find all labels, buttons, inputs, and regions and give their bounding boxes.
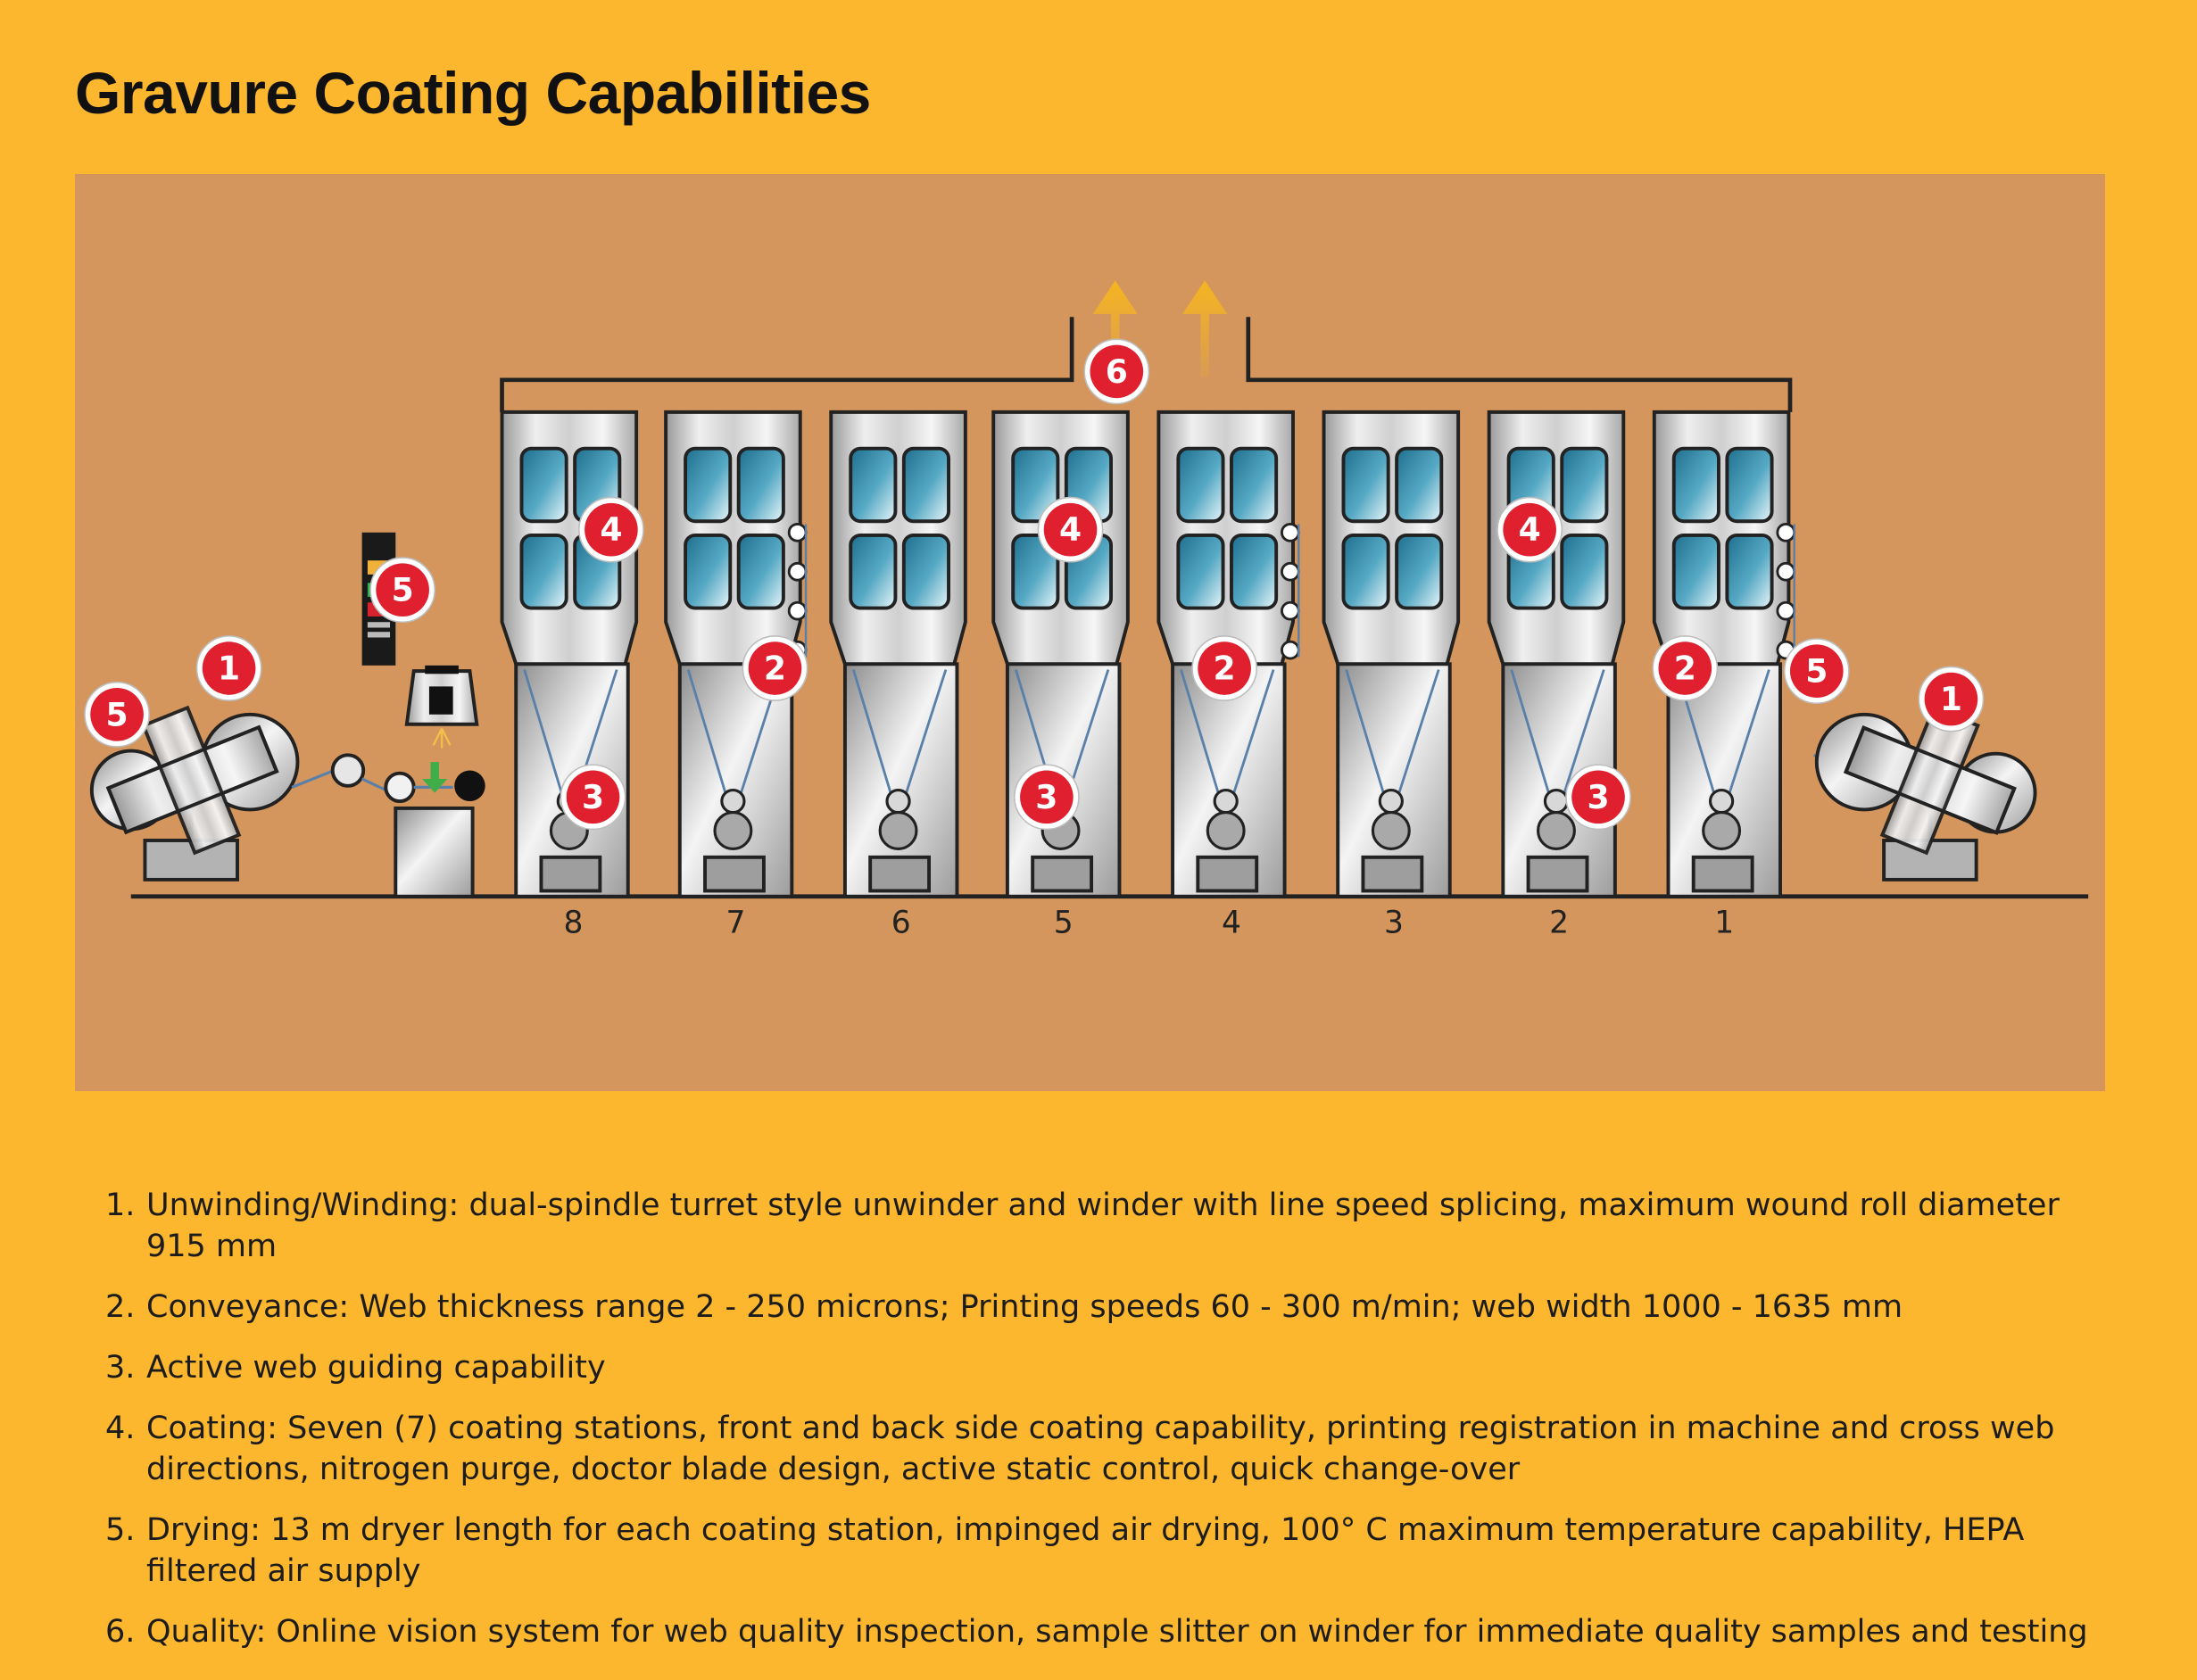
callout-number: 2 bbox=[1674, 650, 1696, 688]
callout-number: 5 bbox=[106, 696, 129, 733]
coating-station bbox=[1652, 410, 1796, 898]
callout-badge: 1 bbox=[1918, 666, 1985, 732]
item-text: Drying: 13 m dryer length for each coati… bbox=[146, 1512, 2025, 1589]
winder-right bbox=[1812, 705, 2037, 881]
callout-badge: 4 bbox=[1037, 496, 1104, 563]
capability-item-3: 3. Active web guiding capability bbox=[75, 1347, 2110, 1388]
callout-number: 4 bbox=[1519, 511, 1541, 549]
callout-number: 3 bbox=[582, 779, 604, 816]
callout-number: 5 bbox=[1805, 653, 1828, 691]
station-label-6: 6 bbox=[891, 906, 911, 941]
callout-badge: 3 bbox=[560, 764, 626, 831]
callout-badge: 2 bbox=[1191, 635, 1257, 701]
item-number: 3. bbox=[105, 1350, 136, 1386]
coating-station bbox=[1322, 410, 1461, 898]
callout-badge: 2 bbox=[1652, 635, 1719, 701]
item-number: 4. bbox=[105, 1411, 136, 1446]
station-label-4: 4 bbox=[1222, 906, 1241, 941]
station-label-7: 7 bbox=[726, 906, 746, 941]
callout-badge: 6 bbox=[1083, 338, 1150, 405]
item-number: 5. bbox=[105, 1512, 136, 1548]
coating-line-diagram: 8 7 6 5 4 3 2 1 bbox=[75, 174, 2105, 1091]
capability-item-4: 4. Coating: Seven (7) coating stations, … bbox=[75, 1408, 2110, 1490]
station-label-8: 8 bbox=[564, 906, 584, 941]
station-label-1: 1 bbox=[1714, 906, 1734, 941]
callout-badge: 1 bbox=[195, 635, 262, 701]
hood-bracket-right bbox=[1246, 317, 1793, 412]
callout-badge: 5 bbox=[369, 557, 436, 624]
station-label-5: 5 bbox=[1054, 906, 1074, 941]
hood-bracket-left bbox=[500, 317, 1074, 412]
capability-item-6: 6. Quality: Online vision system for web… bbox=[75, 1611, 2110, 1652]
station-label-3: 3 bbox=[1384, 906, 1404, 941]
page-title: Gravure Coating Capabilities bbox=[75, 60, 871, 126]
callout-number: 4 bbox=[1059, 511, 1082, 549]
capability-list: 1. Unwinding/Winding: dual-spindle turre… bbox=[75, 1185, 2110, 1672]
capability-item-1: 1. Unwinding/Winding: dual-spindle turre… bbox=[75, 1185, 2110, 1267]
capability-item-5: 5. Drying: 13 m dryer length for each co… bbox=[75, 1510, 2110, 1592]
coating-station bbox=[1157, 410, 1300, 898]
item-number: 2. bbox=[105, 1289, 136, 1325]
callout-badge: 3 bbox=[1565, 764, 1631, 831]
callout-badge: 4 bbox=[1496, 496, 1563, 563]
web-guide-rollers bbox=[291, 753, 485, 898]
capability-item-2: 2. Conveyance: Web thickness range 2 - 2… bbox=[75, 1287, 2110, 1328]
callout-badge: 3 bbox=[1013, 764, 1080, 831]
callout-badge: 2 bbox=[742, 635, 808, 701]
callout-number: 3 bbox=[1035, 779, 1057, 816]
item-text: Unwinding/Winding: dual-spindle turret s… bbox=[146, 1188, 2060, 1264]
callout-number: 3 bbox=[1587, 779, 1609, 816]
diagram-svg: 8 7 6 5 4 3 2 1 bbox=[84, 280, 2089, 941]
station-label-2: 2 bbox=[1549, 906, 1569, 941]
callout-number: 4 bbox=[600, 511, 622, 549]
item-text: Active web guiding capability bbox=[146, 1350, 606, 1386]
callout-number: 5 bbox=[392, 572, 414, 609]
callout-number: 2 bbox=[1214, 650, 1236, 688]
item-number: 6. bbox=[105, 1614, 136, 1650]
item-number: 1. bbox=[105, 1188, 136, 1223]
callout-number: 6 bbox=[1106, 353, 1128, 391]
item-text: Conveyance: Web thickness range 2 - 250 … bbox=[146, 1289, 1903, 1325]
callout-badge: 5 bbox=[84, 681, 150, 748]
item-text: Coating: Seven (7) coating stations, fro… bbox=[146, 1411, 2055, 1487]
callout-number: 1 bbox=[1940, 681, 1962, 718]
callout-badge: 5 bbox=[1783, 638, 1850, 705]
coating-station bbox=[829, 410, 967, 898]
exhaust-arrow-icon bbox=[1092, 280, 1228, 377]
callout-markers: 1 5 1 5 2 2 2 3 3 3 4 4 4 5 6 bbox=[84, 338, 1985, 831]
coating-station bbox=[664, 410, 808, 898]
callout-badge: 4 bbox=[578, 496, 644, 563]
callout-number: 2 bbox=[764, 650, 786, 688]
callout-number: 1 bbox=[218, 650, 240, 688]
coating-station bbox=[500, 410, 639, 898]
item-text: Quality: Online vision system for web qu… bbox=[146, 1614, 2088, 1650]
unwinder-left bbox=[89, 705, 300, 881]
